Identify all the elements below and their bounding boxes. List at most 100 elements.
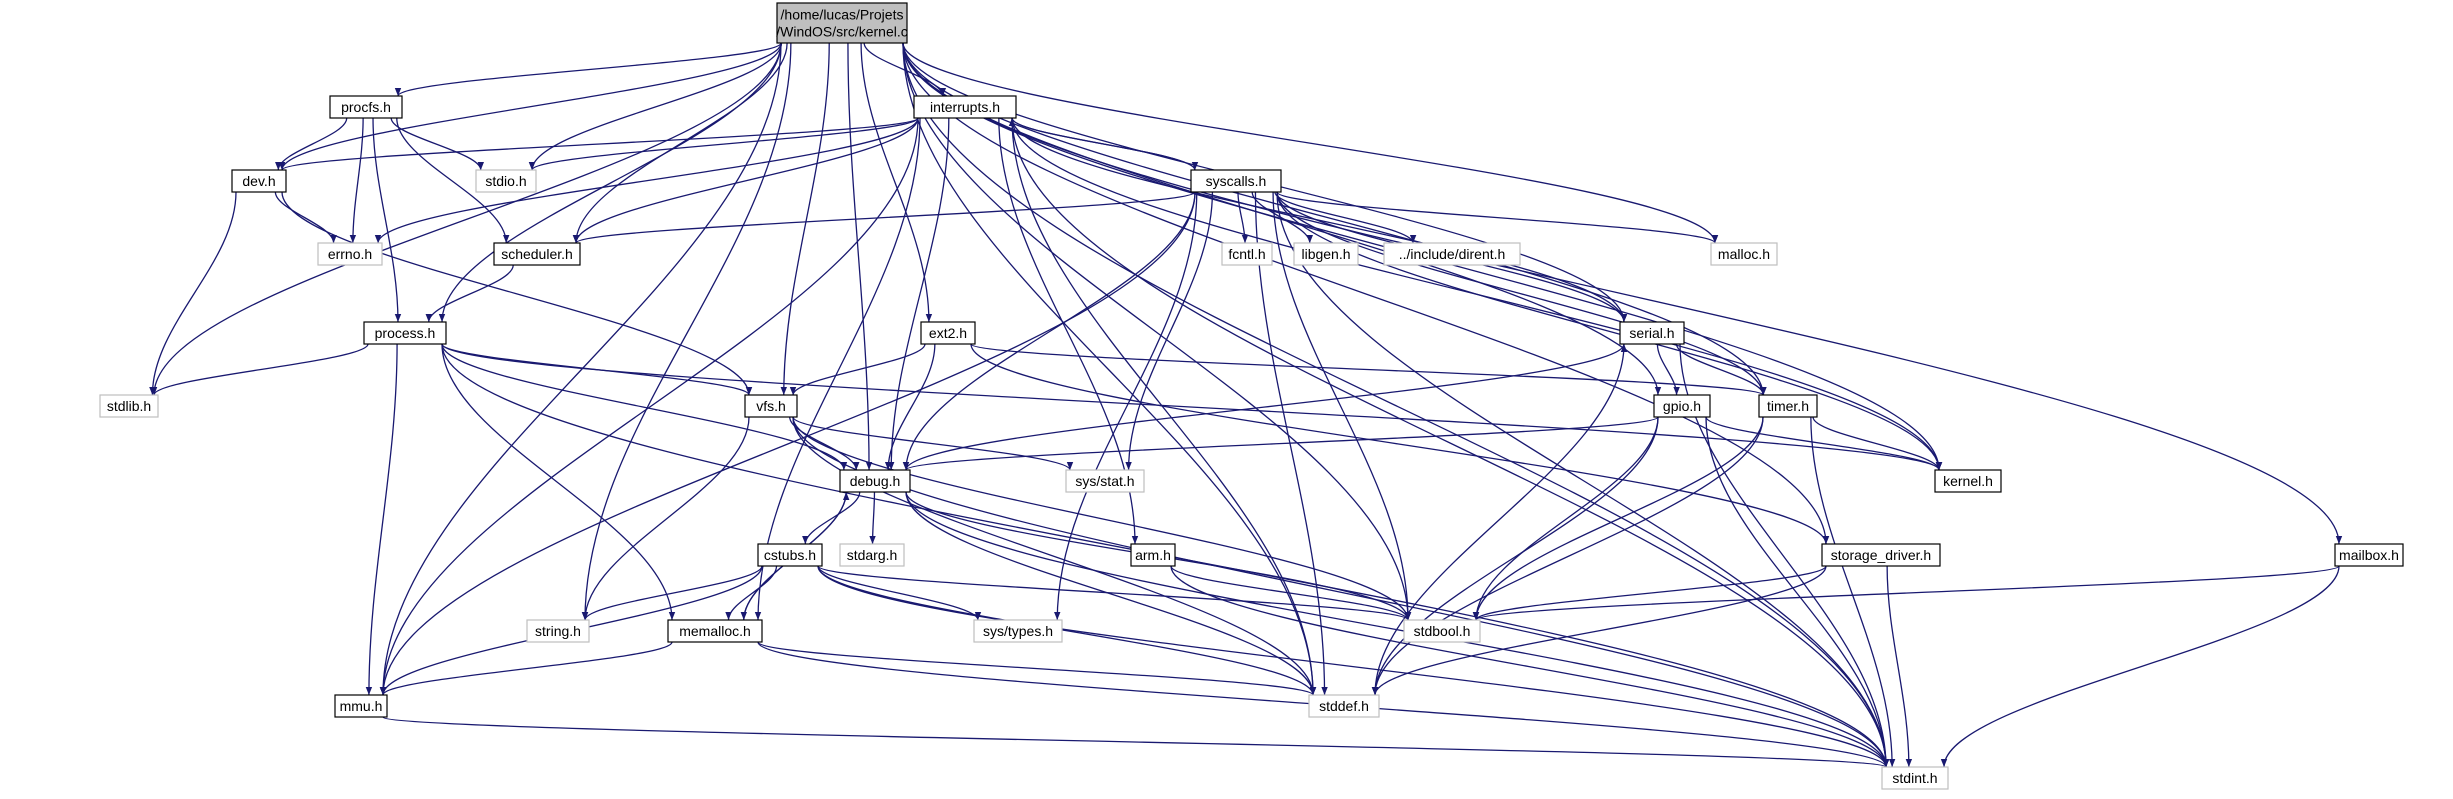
edge-kernel_c-to-interrupts_h (863, 42, 947, 97)
node-serial-h[interactable]: serial.h (1619, 321, 1685, 345)
node-label: stdbool.h (1414, 623, 1471, 639)
node-label: process.h (375, 325, 436, 341)
edge-dev_h-to-vfs_h (281, 191, 753, 396)
node-label: kernel.h (1943, 473, 1993, 489)
node-label: vfs.h (756, 398, 786, 414)
node-timer-h[interactable]: timer.h (1758, 394, 1818, 418)
node-memalloc-h[interactable]: memalloc.h (667, 619, 763, 643)
node-label: string.h (535, 623, 581, 639)
node-box (1619, 321, 1685, 345)
node-label: malloc.h (1718, 246, 1770, 262)
node-errno-h: errno.h (317, 242, 383, 266)
node-string-h: string.h (526, 619, 590, 643)
node-box (1221, 242, 1273, 266)
edge-syscalls_h-to-dirent_h (1274, 191, 1417, 244)
node-arm-h[interactable]: arm.h (1130, 543, 1176, 567)
node-vfs-h[interactable]: vfs.h (744, 394, 798, 418)
edge-interrupts_h-to-dev_h (279, 117, 919, 171)
edge-kernel_c-to-ext2_h (860, 42, 933, 323)
edge-debug_h-to-stdint_h (905, 491, 1890, 768)
node-kernel-h[interactable]: kernel.h (1934, 469, 2002, 493)
node-box (2334, 543, 2404, 567)
node-mmu-h[interactable]: mmu.h (334, 694, 388, 718)
node-interrupts-h[interactable]: interrupts.h (913, 95, 1017, 119)
node-label: ../include/dirent.h (1399, 246, 1506, 262)
edge-kernel_c-to-dev_h (278, 42, 782, 171)
edge-cstubs_h-to-sys_types_h (817, 565, 982, 621)
node-fcntl-h: fcntl.h (1221, 242, 1273, 266)
node-process-h[interactable]: process.h (363, 321, 447, 345)
edge-ext2_h-to-timer_h (970, 343, 1766, 396)
node-box (744, 394, 798, 418)
edge-kernel_c-to-malloc_h (902, 42, 1719, 244)
edge-kernel_c-to-scheduler_h (572, 42, 788, 244)
edge-cstubs_h-to-string_h (581, 565, 763, 621)
edge-ext2_h-to-storage_driver_h (970, 343, 1830, 545)
node-label: ext2.h (929, 325, 967, 341)
node-sys-stat-h: sys/stat.h (1065, 469, 1145, 493)
edge-gpio_h-to-debug_h (903, 416, 1659, 471)
node-box (1130, 543, 1176, 567)
node-label: libgen.h (1301, 246, 1350, 262)
node-cstubs-h[interactable]: cstubs.h (757, 543, 823, 567)
edge-arm_h-to-stdint_h (1170, 565, 1890, 768)
edge-kernel_c-to-storage_driver_h (902, 42, 1830, 545)
node-label: stdint.h (1892, 770, 1937, 786)
node-libgen-h: libgen.h (1293, 242, 1359, 266)
edge-memalloc_h-to-mmu_h (379, 641, 673, 696)
node-stddef-h: stddef.h (1308, 694, 1380, 718)
node-box (1653, 394, 1711, 418)
node-box (757, 543, 823, 567)
node-box (1190, 169, 1282, 193)
node-dirent-h: ../include/dirent.h (1383, 242, 1521, 266)
edge-debug_h-to-serial_h (905, 343, 1628, 471)
node-debug-h[interactable]: debug.h (839, 469, 911, 493)
node-box (526, 619, 590, 643)
node-storage-driver-h[interactable]: storage_driver.h (1821, 543, 1941, 567)
edge-kernel_c-to-process_h (438, 42, 782, 323)
edge-syscalls_h-to-fcntl_h (1237, 191, 1249, 244)
node-box (475, 169, 537, 193)
edge-cstubs_h-to-stdint_h (817, 565, 1890, 768)
edge-arm_h-to-stdbool_h (1170, 565, 1412, 621)
edge-kernel_c-to-string_h (581, 42, 792, 621)
node-box (1308, 694, 1380, 718)
edge-kernel_c-to-procfs_h (394, 42, 782, 97)
node-label: arm.h (1135, 547, 1171, 563)
node-label: stdlib.h (107, 398, 151, 414)
dependency-edges (149, 42, 2343, 768)
node-box (334, 694, 388, 718)
edge-dev_h-to-stdlib_h (149, 191, 237, 396)
edge-syscalls_h-to-libgen_h (1251, 191, 1313, 244)
edge-process_h-to-mmu_h (365, 343, 398, 696)
edge-cstubs_h-to-memalloc_h (725, 565, 778, 621)
edge-kernel_c-to-stdint_h (902, 42, 1890, 768)
node-label: memalloc.h (679, 623, 751, 639)
edge-kernel_c-to-debug_h (847, 42, 873, 471)
edge-vfs_h-to-debug_h (789, 416, 860, 471)
edge-vfs_h-to-stdbool_h (792, 416, 1412, 621)
node-box (839, 543, 905, 567)
edge-kernel_c-to-stddef_h (902, 42, 1317, 696)
node-sys-types-h: sys/types.h (973, 619, 1063, 643)
edge-timer_h-to-kernel_h (1812, 416, 1943, 471)
edge-debug_h-to-stdarg_h (869, 491, 876, 545)
edge-gpio_h-to-kernel_h (1705, 416, 1943, 471)
node-mailbox-h[interactable]: mailbox.h (2334, 543, 2404, 567)
edge-interrupts_h-to-errno_h (374, 117, 919, 244)
node-label: /home/lucas/Projets (781, 7, 904, 23)
edge-ext2_h-to-debug_h (884, 343, 936, 471)
node-scheduler-h[interactable]: scheduler.h (493, 242, 581, 266)
node-procfs-h[interactable]: procfs.h (329, 95, 403, 119)
node-syscalls-h[interactable]: syscalls.h (1190, 169, 1282, 193)
edge-kernel_c-to-stdbool_h (902, 42, 1412, 621)
node-kernel-c[interactable]: /home/lucas/Projets/WindOS/src/kernel.c (776, 2, 908, 44)
edge-mailbox_h-to-stdint_h (1940, 565, 2340, 768)
node-gpio-h[interactable]: gpio.h (1653, 394, 1711, 418)
edge-ext2_h-to-vfs_h (789, 343, 926, 396)
edge-syscalls_h-to-scheduler_h (573, 191, 1196, 244)
node-ext2-h[interactable]: ext2.h (920, 321, 976, 345)
node-box (1934, 469, 2002, 493)
node-dev-h[interactable]: dev.h (231, 169, 287, 193)
